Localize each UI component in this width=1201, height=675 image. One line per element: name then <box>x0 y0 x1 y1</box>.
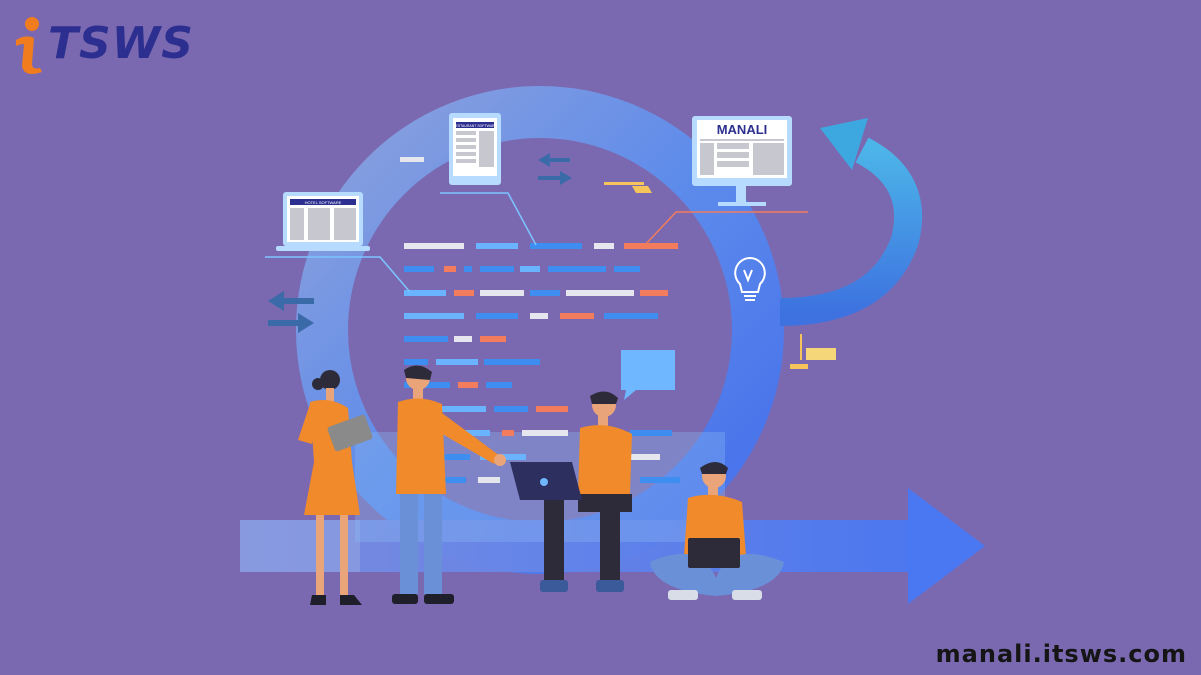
man-seated-laptop <box>510 391 632 592</box>
desktop-monitor: MANALI <box>692 116 792 206</box>
yellow-notes <box>604 182 836 369</box>
cycle-arrow-icon <box>779 118 923 326</box>
tablet-device: RESTAURANT SOFTWARE <box>449 113 501 185</box>
logo-wordmark: TSWS <box>48 18 194 69</box>
speech-bubble-icon <box>621 350 675 400</box>
woman-with-tablet <box>298 370 373 605</box>
itsws-logo[interactable]: TSWS <box>10 14 193 74</box>
tablet-screen-title: RESTAURANT SOFTWARE <box>453 124 498 128</box>
swap-arrows-icon <box>538 153 572 185</box>
laptop-device: HOTEL SOFTWARE <box>276 192 370 251</box>
monitor-title: MANALI <box>717 122 768 137</box>
logo-i-glyph-icon <box>16 17 42 74</box>
man-standing <box>392 365 506 604</box>
man-cross-legged <box>650 462 784 600</box>
laptop-screen-title: HOTEL SOFTWARE <box>305 200 342 205</box>
connector-lines <box>265 192 537 293</box>
site-url[interactable]: manali.itsws.com <box>935 640 1187 668</box>
swap-arrows-left-icon <box>268 291 314 333</box>
lightbulb-icon <box>734 256 766 301</box>
